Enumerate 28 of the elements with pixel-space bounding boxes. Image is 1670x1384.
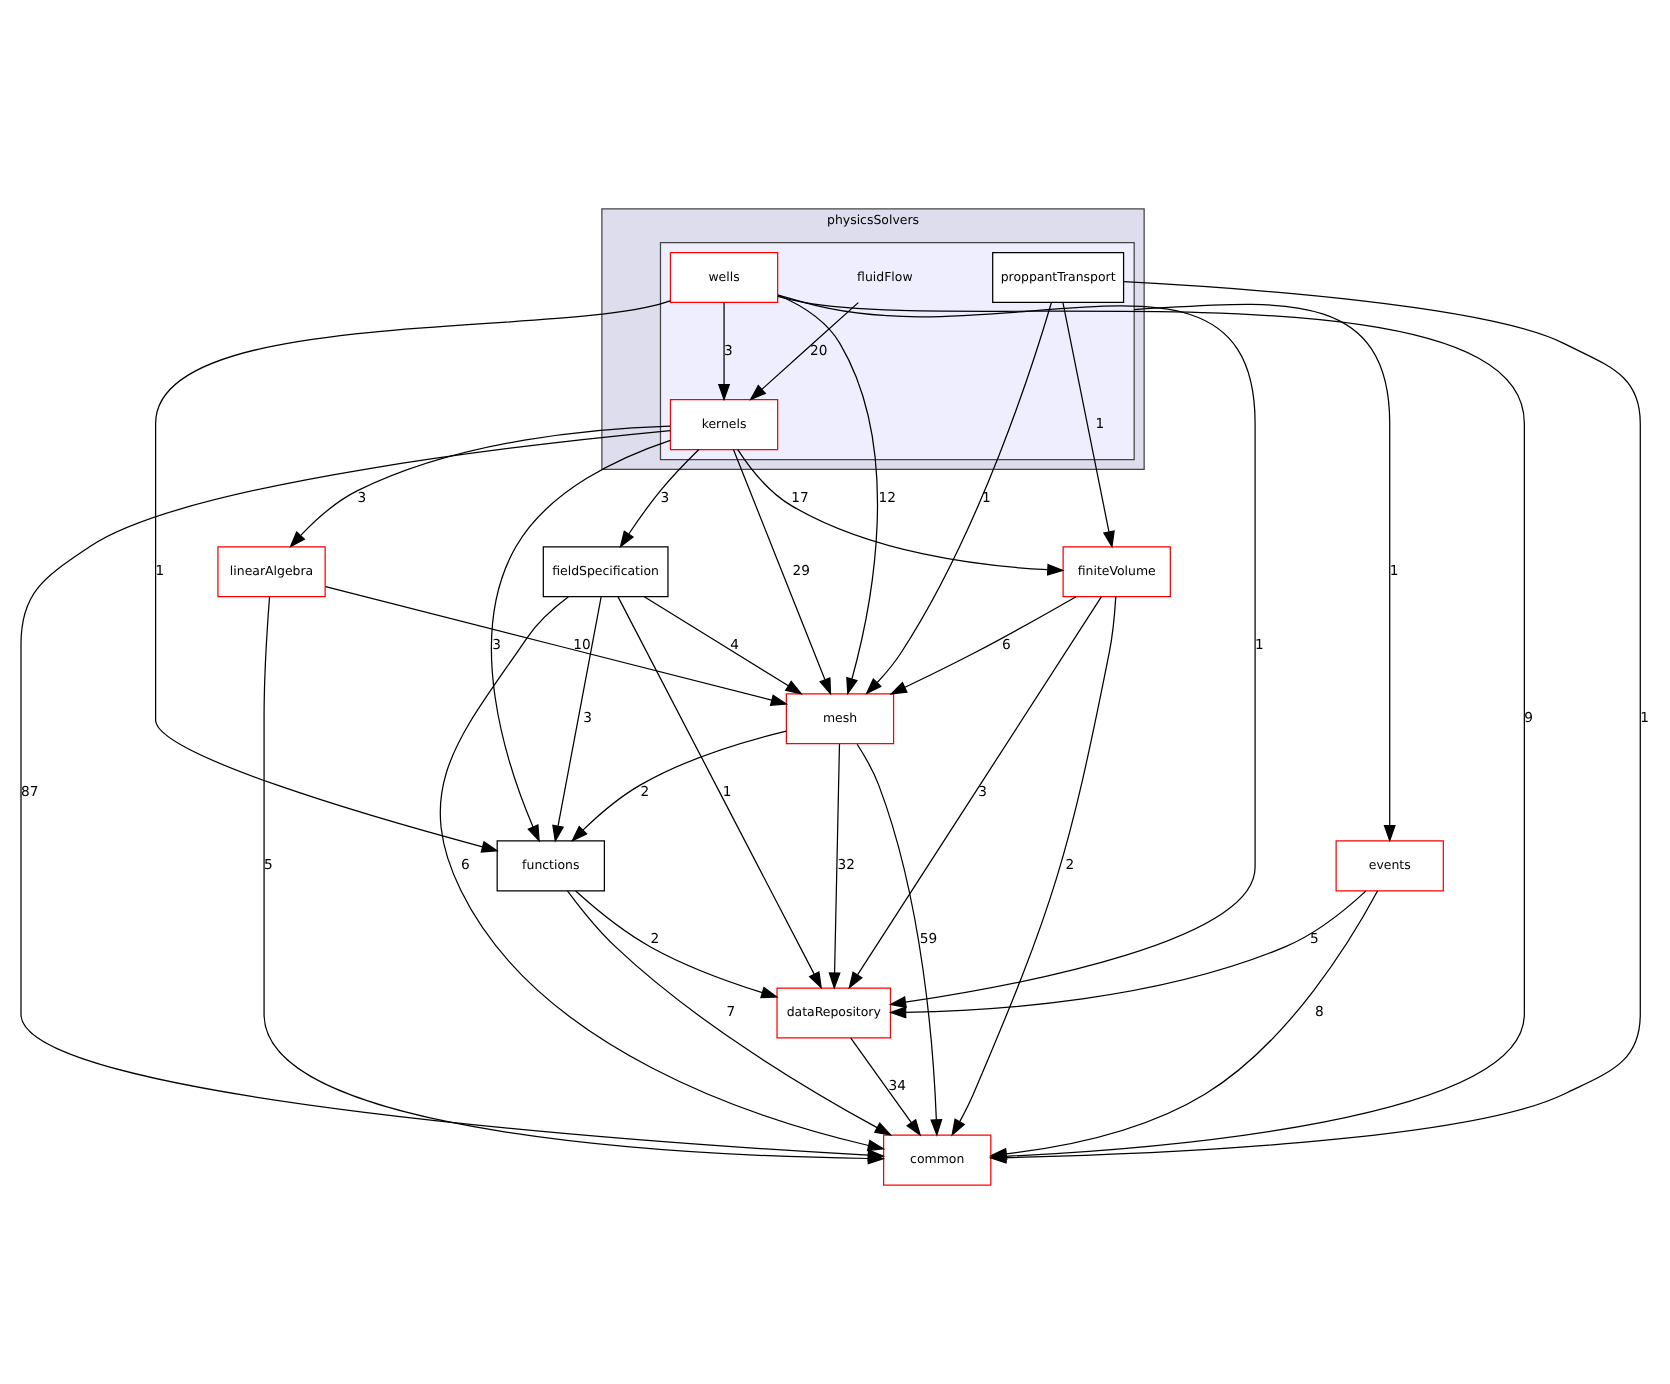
arrow xyxy=(865,301,1053,695)
arrow xyxy=(566,890,893,1136)
arrow xyxy=(552,596,602,843)
arrow xyxy=(850,1037,922,1137)
arrow xyxy=(732,449,832,696)
arrow xyxy=(848,596,1102,990)
arrow xyxy=(155,300,671,853)
arrow xyxy=(439,596,886,1152)
arrow xyxy=(828,743,841,990)
arrow xyxy=(989,890,1379,1160)
arrow xyxy=(324,586,789,706)
arrow xyxy=(617,596,823,990)
arrow xyxy=(856,743,943,1137)
arrow xyxy=(889,596,1077,695)
arrow xyxy=(737,448,1065,576)
arrow xyxy=(951,596,1117,1137)
arrow xyxy=(643,596,803,695)
arrow xyxy=(749,302,859,401)
arrow xyxy=(619,448,700,549)
arrow xyxy=(1133,303,1396,843)
arrow xyxy=(571,730,787,843)
arrow xyxy=(888,890,1367,1019)
arrow xyxy=(777,294,1256,1009)
arrow xyxy=(490,439,671,843)
arrow xyxy=(717,302,731,402)
arrow xyxy=(1062,302,1115,549)
arrow xyxy=(289,425,671,549)
arrow xyxy=(575,890,779,999)
